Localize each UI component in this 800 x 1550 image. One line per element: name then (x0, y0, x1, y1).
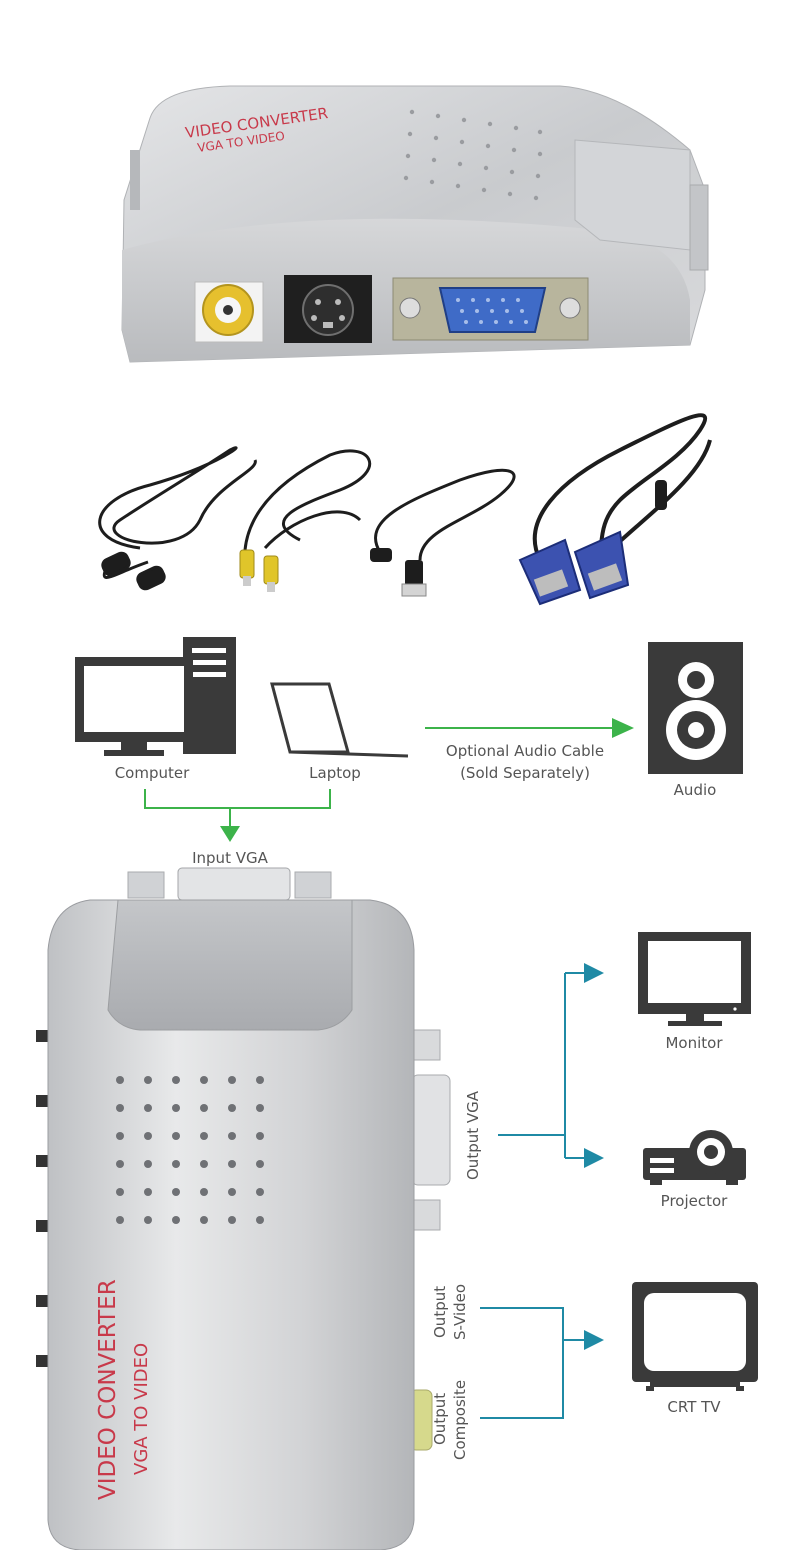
projector-label: Projector (661, 1192, 728, 1210)
audio-cable-note: (Sold Separately) (460, 764, 590, 782)
output-composite-sublabel: Composite (451, 1380, 469, 1460)
projector-icon (643, 1130, 746, 1185)
usb-cable (370, 468, 516, 597)
crt-tv-icon (632, 1282, 758, 1391)
projector-arrowhead (584, 1148, 604, 1168)
monitor-arrowhead (584, 963, 604, 983)
vga-cable (518, 413, 712, 606)
input-connector-lines (144, 789, 331, 828)
laptop-label: Laptop (309, 764, 361, 782)
vent-grid (116, 1076, 264, 1224)
input-vga-label: Input VGA (192, 849, 268, 867)
output-vga-lines (498, 972, 588, 1159)
brand-sublabel-large: VGA TO VIDEO (131, 1343, 152, 1475)
monitor-icon (638, 932, 751, 1026)
output-vga-label: Output VGA (464, 1090, 482, 1180)
output-tv-lines (480, 1307, 588, 1419)
rca-cable (239, 449, 372, 592)
output-svideo-sublabel: S-Video (451, 1284, 469, 1340)
audio-label: Audio (674, 781, 717, 799)
svideo-cable (98, 446, 257, 591)
crt-tv-label: CRT TV (667, 1398, 721, 1416)
vent-holes (403, 109, 543, 201)
audio-cable-arrow (425, 718, 634, 738)
output-svideo-label: Output (431, 1286, 449, 1338)
vga-port (392, 277, 589, 341)
speaker-icon (648, 642, 743, 774)
monitor-label: Monitor (665, 1034, 723, 1052)
converter-device-top-view: VIDEO CONVERTER VGA TO VIDEO (121, 85, 709, 363)
laptop-icon (270, 682, 409, 758)
computer-label: Computer (115, 764, 190, 782)
output-composite-label: Output (431, 1393, 449, 1445)
crt-tv-arrowhead (584, 1330, 604, 1350)
audio-cable-label: Optional Audio Cable (446, 742, 604, 760)
computer-icon (75, 637, 236, 756)
converter-device-large: VIDEO CONVERTER VGA TO VIDEO (36, 867, 451, 1550)
brand-label-large: VIDEO CONVERTER (95, 1279, 121, 1500)
input-arrowhead (220, 826, 240, 842)
svideo-port (284, 275, 372, 343)
composite-port (194, 281, 264, 343)
